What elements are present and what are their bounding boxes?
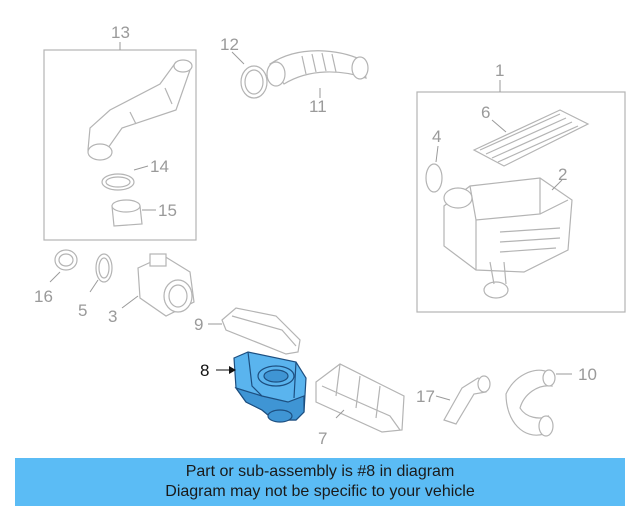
callout-13: 13 <box>111 23 130 42</box>
part-10-elbow-hose <box>505 369 556 437</box>
callout-8: 8 <box>200 361 209 380</box>
callout-5: 5 <box>78 301 87 320</box>
callout-4: 4 <box>432 127 441 146</box>
part-4-seal <box>425 163 443 193</box>
part-13-duct <box>87 59 193 161</box>
callout-10: 10 <box>578 365 597 384</box>
part-6-filter <box>472 109 590 167</box>
banner-line-2: Diagram may not be specific to your vehi… <box>165 483 475 500</box>
callout-6: 6 <box>481 103 490 122</box>
part-2-housing <box>443 177 573 299</box>
callout-12: 12 <box>220 35 239 54</box>
callout-1: 1 <box>495 61 504 80</box>
part-8-highlighted <box>233 351 307 423</box>
callout-14: 14 <box>150 157 169 176</box>
part-14-clamp <box>101 173 135 191</box>
parts-diagram: 13 14 15 12 11 1 6 4 <box>34 23 626 448</box>
group-frame-1 <box>416 91 626 313</box>
callout-16: 16 <box>34 287 53 306</box>
part-16-clamp <box>54 249 78 271</box>
part-9-duct <box>221 307 301 355</box>
callout-17: 17 <box>416 387 435 406</box>
part-3-mass-air-flow-sensor <box>137 253 195 317</box>
callout-11: 11 <box>309 97 327 116</box>
part-11-hose <box>266 50 369 87</box>
part-15-sleeve <box>111 199 143 227</box>
info-banner: Part or sub-assembly is #8 in diagram Di… <box>15 458 625 506</box>
callout-3: 3 <box>108 307 117 326</box>
banner-line-1: Part or sub-assembly is #8 in diagram <box>185 463 455 480</box>
callout-9: 9 <box>194 315 203 334</box>
part-12-clamp <box>240 65 268 99</box>
callout-2: 2 <box>558 165 567 184</box>
callout-15: 15 <box>158 201 177 220</box>
part-17-tube <box>443 375 491 425</box>
callout-7: 7 <box>318 429 327 448</box>
part-5-gasket <box>95 253 113 283</box>
part-7-bracket <box>315 363 405 433</box>
